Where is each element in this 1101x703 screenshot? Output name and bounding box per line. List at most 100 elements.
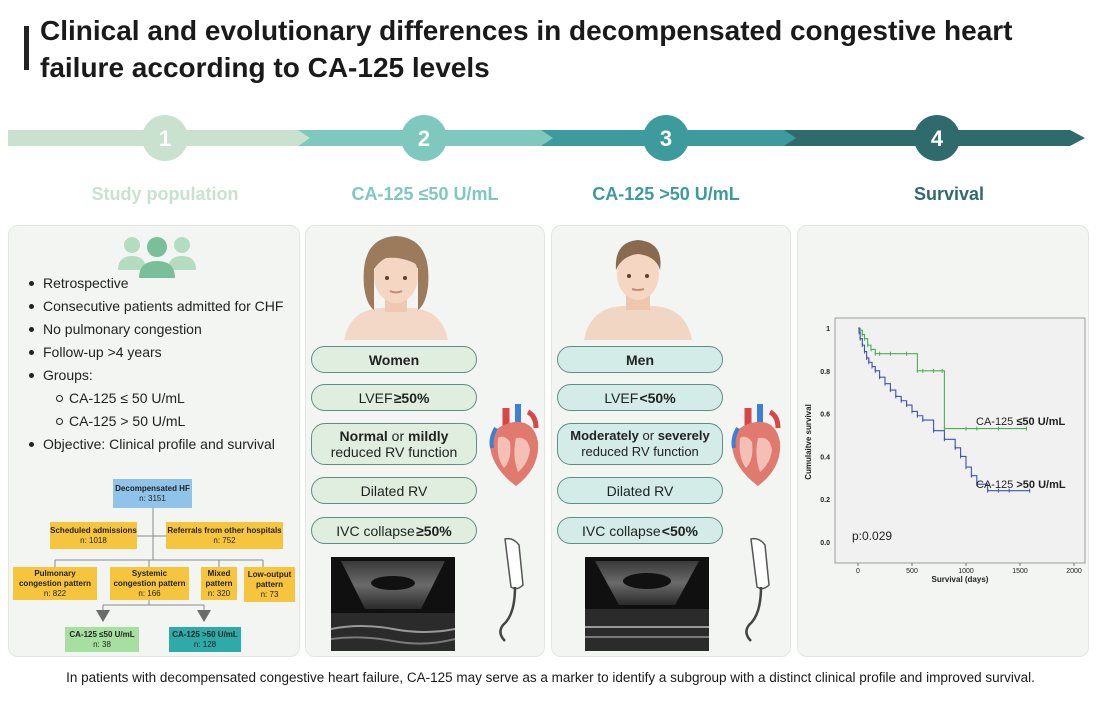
step-number-2: 2 xyxy=(418,126,430,151)
page-title: Clinical and evolutionary differences in… xyxy=(40,15,1013,83)
man-avatar-icon xyxy=(584,240,692,340)
plot-area xyxy=(834,317,1086,564)
flow-referrals: Referrals from other hospitals n: 752 xyxy=(166,522,283,549)
pill-sex-women-label: Women xyxy=(368,351,420,368)
pill-ivc-low: IVC collapse ≥50% xyxy=(311,517,477,544)
pill-ivc-high: IVC collapse <50% xyxy=(557,517,723,544)
flow-scheduled-title: Scheduled admissions xyxy=(50,525,137,535)
pill-sex-men-label: Men xyxy=(626,351,654,368)
bullet-no-pulmonary-congestion: No pulmonary congestion xyxy=(21,318,306,341)
pill-sex-women: Women xyxy=(311,346,477,373)
flow-scheduled-n: n: 1018 xyxy=(80,535,107,545)
bullet-objective: Objective: Clinical profile and survival xyxy=(21,433,306,456)
echo-ultrasound-icon xyxy=(331,561,455,651)
survival-curve-high xyxy=(858,327,1030,492)
pill-dilated-rv-high: Dilated RV xyxy=(557,477,723,504)
rv-low-tail: reduced RV function xyxy=(330,444,458,460)
y-axis-label: Cumulaitve survival xyxy=(804,404,813,480)
series-label-high-prefix: CA-125 xyxy=(976,479,1016,491)
series-label-low-value: ≤50 U/mL xyxy=(1016,416,1065,428)
rv-high-bold2: severely xyxy=(657,428,710,443)
flow-low-group-title: CA-125 ≤50 U/mL xyxy=(69,629,135,639)
y-tick-label: 0.2 xyxy=(820,497,830,504)
footer-conclusion: In patients with decompensated congestiv… xyxy=(66,670,1035,685)
x-axis-ticks: 0 500 1000 1500 2000 xyxy=(856,563,1082,575)
series-label-low: CA-125 ≤50 U/mL xyxy=(976,416,1065,428)
flow-decompensated-hf-n: n: 3151 xyxy=(139,493,166,503)
pill-dilated-rv-high-label: Dilated RV xyxy=(606,482,674,499)
step-label-study-population: Study population xyxy=(91,184,239,204)
pill-ivc-low-text: IVC collapse xyxy=(336,522,415,539)
pill-rv-function-low-line1: Normal or mildly xyxy=(340,428,449,444)
x-tick-label: 500 xyxy=(906,568,918,575)
pill-ivc-high-value: <50% xyxy=(661,522,698,539)
series-label-high: CA-125 >50 U/mL xyxy=(976,479,1066,491)
bullet-retrospective: Retrospective xyxy=(21,272,306,295)
p-value-annotation: p:0.029 xyxy=(852,529,892,543)
flow-systemic-pattern: Systemic congestion pattern n: 166 xyxy=(110,567,189,600)
bullet-follow-up: Follow-up >4 years xyxy=(21,341,306,364)
flow-pulmonary-n: n: 822 xyxy=(43,588,67,598)
rv-low-mid: or xyxy=(387,428,408,444)
flow-mixed-pattern: Mixed pattern n: 320 xyxy=(201,567,237,600)
flow-low-output-pattern: Low-output pattern n: 73 xyxy=(244,567,295,602)
low-ca125-card: Women LVEF ≥50% Normal or mildly reduced… xyxy=(305,225,545,657)
step-label-low-ca125: CA-125 ≤50 U/mL xyxy=(351,184,499,204)
sub-bullet-low: CA-125 ≤ 50 U/mL xyxy=(21,387,306,410)
pill-sex-men: Men xyxy=(557,346,723,373)
echo-image-high xyxy=(585,557,709,651)
flow-decompensated-hf: Decompensated HF n: 3151 xyxy=(113,479,192,508)
x-tick-label: 0 xyxy=(856,568,860,575)
woman-avatar-icon xyxy=(344,236,448,340)
pill-lvef-high-text: LVEF xyxy=(604,389,639,406)
pill-lvef-high: LVEF <50% xyxy=(557,384,723,411)
flow-pulmonary-title: Pulmonary congestion pattern xyxy=(18,568,91,588)
pill-lvef-low-text: LVEF xyxy=(358,389,393,406)
pill-lvef-low-value: ≥50% xyxy=(393,389,430,406)
bullet-consecutive-patients: Consecutive patients admitted for CHF xyxy=(21,295,306,318)
flow-scheduled-admissions: Scheduled admissions n: 1018 xyxy=(50,522,137,549)
step-label-high-ca125: CA-125 >50 U/mL xyxy=(592,184,740,204)
flow-mixed-title: Mixed pattern xyxy=(205,568,233,588)
high-ca125-card: Men LVEF <50% Moderately or severely red… xyxy=(551,225,791,657)
flow-lowoutput-n: n: 73 xyxy=(260,589,279,599)
step-circle-4 xyxy=(914,115,960,161)
flow-lowoutput-title: Low-output pattern xyxy=(247,569,292,589)
step-circle-3 xyxy=(643,115,689,161)
heart-anatomy-icon xyxy=(489,404,539,486)
flow-low-group-n: n: 38 xyxy=(93,639,111,649)
survival-curves xyxy=(858,327,1031,493)
step-number-4: 4 xyxy=(931,126,944,151)
step-number-3: 3 xyxy=(660,126,672,151)
flow-high-group-n: n: 128 xyxy=(193,639,217,649)
pill-lvef-high-value: <50% xyxy=(639,389,676,406)
flow-mixed-n: n: 320 xyxy=(207,588,231,598)
flow-high-group-title: CA-125 >50 U/mL xyxy=(172,629,238,639)
rv-high-tail: reduced RV function xyxy=(581,444,699,459)
ultrasound-probe-icon xyxy=(499,537,524,642)
series-label-high-value: >50 U/mL xyxy=(1016,479,1065,491)
flow-decompensated-hf-title: Decompensated HF xyxy=(115,483,190,493)
heart-anatomy-icon xyxy=(731,404,781,486)
x-tick-label: 1500 xyxy=(1012,568,1028,575)
x-tick-label: 1000 xyxy=(958,568,974,575)
y-tick-label: 1 xyxy=(826,326,830,333)
x-tick-label: 2000 xyxy=(1066,568,1082,575)
people-group-icon xyxy=(118,237,196,278)
echo-ultrasound-icon xyxy=(585,561,709,651)
flow-systemic-title: Systemic congestion pattern xyxy=(113,568,186,588)
y-tick-label: 0.0 xyxy=(820,540,830,547)
series-label-low-prefix: CA-125 xyxy=(976,416,1016,428)
step-number-1: 1 xyxy=(159,126,171,151)
flow-pulmonary-pattern: Pulmonary congestion pattern n: 822 xyxy=(13,567,97,600)
pill-dilated-rv-low-label: Dilated RV xyxy=(360,482,428,499)
bullet-groups: Groups: xyxy=(21,364,306,387)
pill-ivc-high-text: IVC collapse xyxy=(582,522,661,539)
pill-ivc-low-value: ≥50% xyxy=(416,522,452,539)
echo-image-low xyxy=(331,557,455,651)
pill-rv-function-high-line1: Moderately or severely xyxy=(570,428,710,444)
pill-dilated-rv-low: Dilated RV xyxy=(311,477,477,504)
pill-rv-function-high: Moderately or severely reduced RV functi… xyxy=(557,423,723,465)
title-accent-bar xyxy=(24,26,29,70)
